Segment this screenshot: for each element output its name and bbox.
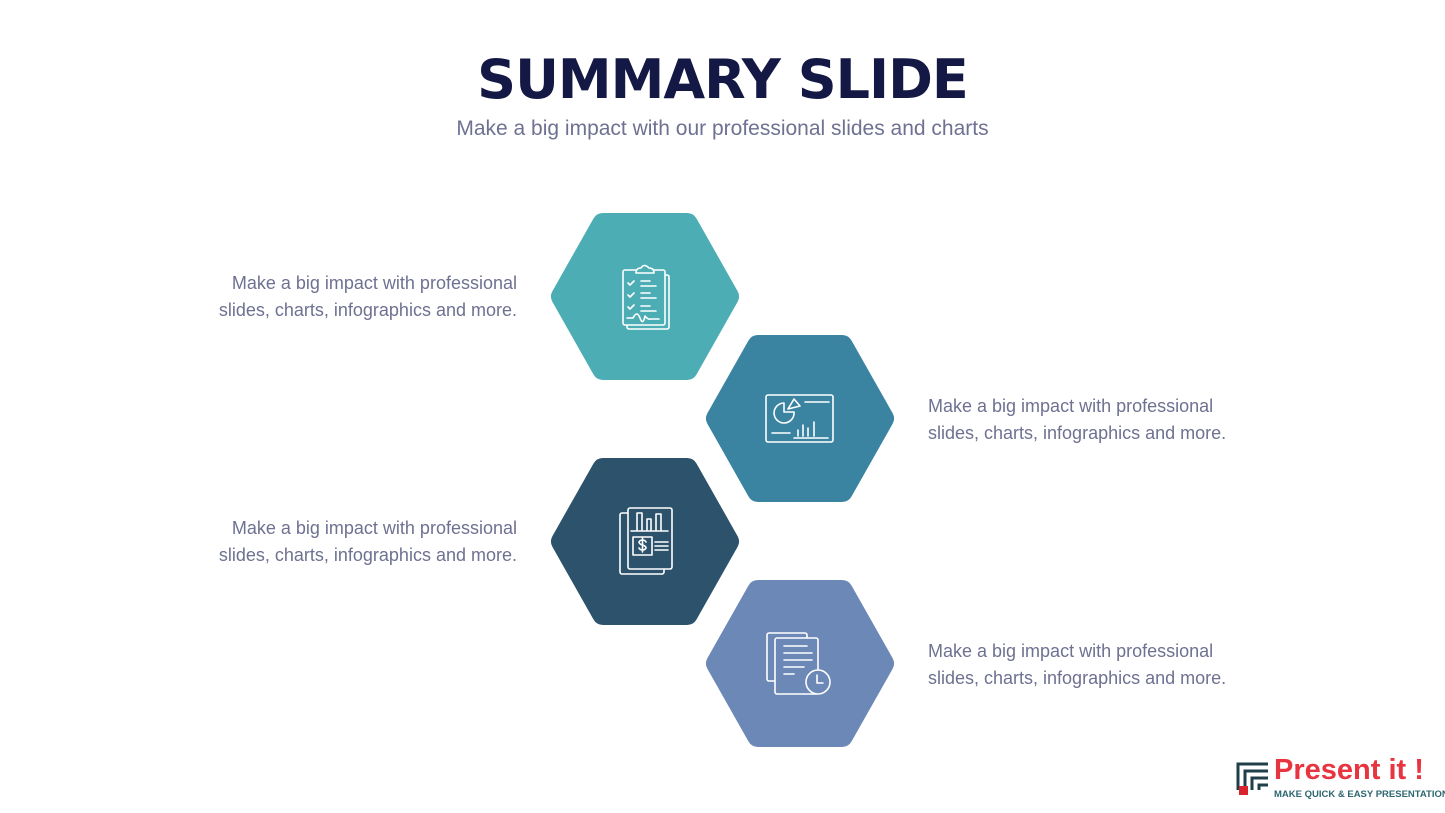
logo-name: Present it ! [1274,754,1424,786]
description-line: slides, charts, infographics and more. [218,545,517,565]
description-line: Make a big impact with professional [231,518,517,538]
financial-report-icon [619,507,673,575]
description-line: slides, charts, infographics and more. [928,423,1227,443]
description-line: slides, charts, infographics and more. [218,300,517,320]
description-line: Make a big impact with professional [928,641,1214,661]
dollar-sign-icon [638,537,647,553]
slide-title: SUMMARY SLIDE [477,48,969,111]
presentation-chart-icon [765,394,834,443]
hexagon-3 [551,458,739,625]
description-1: Make a big impact with professional slid… [117,270,517,324]
hexagon-1 [551,213,739,380]
description-3: Make a big impact with professional slid… [117,515,517,569]
brand-logo: Present it ! MAKE QUICK & EASY PRESENTAT… [1236,754,1445,804]
clipboard-checklist-icon [622,264,670,330]
hexagon-2 [706,335,894,502]
documents-clock-icon [766,632,831,695]
description-line: Make a big impact with professional [231,273,517,293]
description-4: Make a big impact with professional slid… [928,638,1328,692]
description-line: slides, charts, infographics and more. [928,668,1227,688]
description-2: Make a big impact with professional slid… [928,393,1328,447]
logo-tagline: MAKE QUICK & EASY PRESENTATIONS [1274,789,1445,800]
slide-subtitle: Make a big impact with our professional … [456,117,989,140]
hexagon-4 [706,580,894,747]
logo-mark-icon [1236,762,1268,795]
description-line: Make a big impact with professional [928,396,1214,416]
